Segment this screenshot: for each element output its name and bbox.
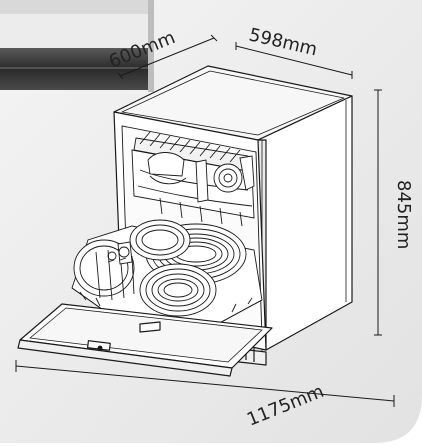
height-label: 845mm [393, 180, 414, 249]
dimension-lines [15, 34, 395, 407]
upper-basket [131, 131, 255, 227]
lower-basket [71, 219, 263, 327]
top-left-dark-band [0, 0, 154, 92]
open-door [17, 303, 273, 377]
